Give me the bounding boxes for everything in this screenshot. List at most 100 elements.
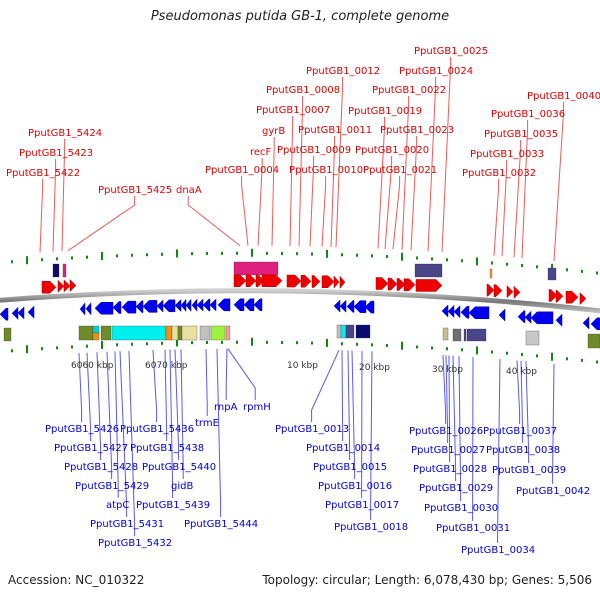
- leader-line: [39, 179, 44, 253]
- reverse-gene-label: PputGB1_5440: [142, 462, 216, 473]
- feature-box: [92, 332, 100, 341]
- forward-gene-label: PputGB1_0040: [527, 91, 600, 102]
- tick-mark: [251, 337, 253, 346]
- leader-line: [501, 160, 508, 257]
- leader-line: [441, 57, 452, 252]
- forward-gene-arrow: [311, 275, 321, 288]
- reverse-gene-arrow: [185, 298, 192, 312]
- leader-line: [445, 355, 449, 443]
- forward-gene-arrow: [375, 277, 389, 290]
- tick-mark: [356, 253, 358, 257]
- reverse-gene-arrow: [79, 302, 86, 316]
- forward-gene-arrow: [41, 280, 57, 294]
- reverse-gene-arrow: [202, 298, 211, 312]
- leader-line: [553, 102, 565, 262]
- forward-gene-label: PputGB1_0023: [380, 125, 454, 136]
- reverse-gene-label: atpC: [106, 500, 129, 511]
- leader-line: [241, 176, 249, 246]
- reverse-gene-label: PputGB1_5444: [184, 519, 258, 530]
- leader-line: [311, 349, 340, 422]
- reverse-gene-arrow: [253, 298, 263, 312]
- tick-mark: [236, 251, 238, 255]
- forward-gene-label: PputGB1_0036: [491, 109, 565, 120]
- reverse-gene-label: PputGB1_5432: [98, 538, 172, 549]
- leader-line: [516, 360, 521, 424]
- feature-box: [463, 328, 467, 342]
- reverse-gene-arrow: [498, 308, 506, 322]
- forward-gene-arrow: [300, 275, 312, 288]
- feature-box: [547, 267, 557, 281]
- tick-mark: [311, 341, 313, 345]
- tick-mark: [311, 252, 313, 256]
- leader-line: [216, 348, 222, 517]
- forward-gene-label: PputGB1_0011: [298, 125, 372, 136]
- tick-mark: [146, 253, 148, 257]
- reverse-gene-arrow: [468, 306, 490, 320]
- tick-mark: [461, 259, 463, 263]
- leader-line: [86, 352, 92, 441]
- tick-mark: [161, 341, 163, 345]
- forward-gene-arrow: [548, 289, 558, 302]
- tick-mark: [176, 338, 178, 347]
- reverse-gene-arrow: [174, 298, 182, 313]
- tick-mark: [581, 269, 583, 273]
- tick-mark: [11, 260, 13, 264]
- forward-genes: [41, 274, 587, 306]
- reverse-gene-arrow: [243, 298, 255, 312]
- tick-mark: [26, 345, 28, 354]
- tick-mark: [26, 256, 28, 265]
- tick-mark: [41, 258, 43, 262]
- tick-mark: [56, 257, 58, 261]
- tick-mark: [71, 345, 73, 349]
- reverse-gene-arrow: [0, 307, 9, 321]
- leader-line: [392, 176, 401, 250]
- reverse-gene-arrow: [112, 301, 122, 314]
- forward-gene-arrow: [57, 279, 65, 293]
- tick-mark: [86, 255, 88, 259]
- reverse-gene-arrow: [517, 310, 526, 323]
- leader-line: [410, 136, 418, 251]
- feature-box: [355, 324, 371, 339]
- feature-box: [233, 261, 279, 276]
- reverse-gene-arrow: [441, 304, 449, 318]
- reverse-gene-arrow: [346, 300, 355, 313]
- tick-mark: [566, 357, 568, 361]
- tick-mark: [296, 252, 298, 256]
- leader-line: [497, 359, 501, 543]
- tick-mark: [506, 351, 508, 355]
- tick-mark: [491, 350, 493, 354]
- feature-box: [210, 325, 226, 341]
- forward-gene-label: PputGB1_0024: [399, 66, 473, 77]
- reverse-gene-label: PputGB1_5431: [90, 519, 164, 530]
- reverse-gene-label: PputGB1_0027: [411, 445, 485, 456]
- leader-line: [351, 350, 356, 479]
- tick-mark: [386, 254, 388, 258]
- feature-box: [62, 263, 67, 278]
- leader-line: [225, 348, 228, 400]
- feature-box: [466, 328, 487, 342]
- forward-gene-arrow: [286, 274, 302, 288]
- forward-gene-arrow: [486, 283, 495, 297]
- reverse-gene-label: PputGB1_0017: [325, 500, 399, 511]
- tick-mark: [416, 345, 418, 349]
- forward-gene-arrow: [565, 290, 579, 304]
- reverse-gene-arrow: [217, 298, 231, 312]
- forward-gene-label: PputGB1_0021: [363, 165, 437, 176]
- leader-line: [78, 353, 83, 422]
- reverse-gene-arrow: [447, 304, 455, 318]
- forward-gene-label: PputGB1_0032: [462, 168, 536, 179]
- feature-box: [111, 325, 167, 341]
- feature-box: [336, 324, 342, 339]
- leader-line: [187, 196, 241, 247]
- reverse-gene-arrow: [11, 306, 19, 320]
- forward-gene-arrow: [396, 278, 406, 291]
- leader-line: [174, 349, 180, 460]
- tick-mark: [566, 268, 568, 272]
- tick-mark: [41, 347, 43, 351]
- feature-box: [181, 325, 198, 341]
- leader-line: [164, 349, 168, 441]
- leader-line: [448, 355, 451, 462]
- feature-box: [452, 328, 462, 342]
- reverse-gene-label: PputGB1_5426: [45, 424, 119, 435]
- leader-line: [458, 356, 462, 501]
